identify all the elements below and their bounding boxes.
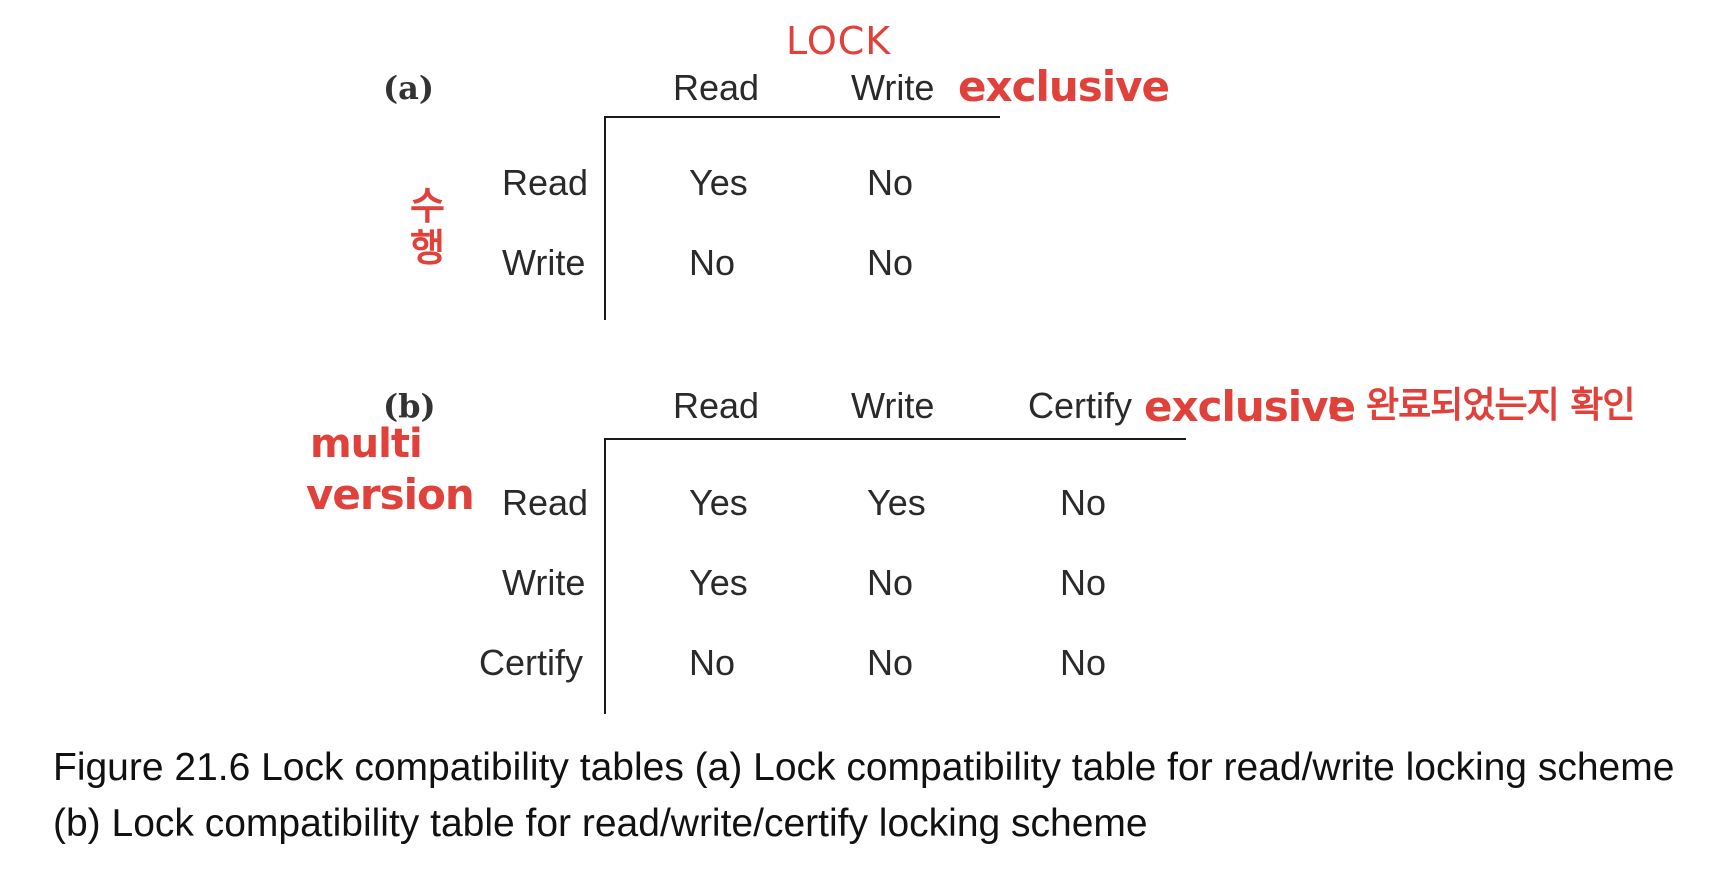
table-a-col-header-write: Write xyxy=(851,67,935,108)
table-b-cell: No xyxy=(867,642,914,683)
table-a-cell: No xyxy=(867,242,914,283)
table-b-label: (b) xyxy=(383,387,436,425)
table-b-cell: No xyxy=(1060,642,1107,683)
table-a-row-rule xyxy=(604,116,606,320)
table-b-cell: Yes xyxy=(867,482,926,523)
table-a-cell: Yes xyxy=(689,162,748,203)
table-b-col-header-write: Write xyxy=(851,385,935,426)
annotation-colon: : xyxy=(1326,383,1342,429)
table-b-row-header-certify: Certify xyxy=(479,642,584,683)
annotation-exclusive-b: exclusive xyxy=(1144,382,1356,431)
table-b-cell: No xyxy=(1060,562,1107,603)
annotation-suhaeng: 수행 xyxy=(410,185,456,269)
table-b-header-rule xyxy=(604,438,1186,440)
table-b-cell: No xyxy=(867,562,914,603)
table-b-row-header-write: Write xyxy=(502,562,586,603)
table-a-header-rule xyxy=(604,116,1000,118)
figure-caption: Figure 21.6 Lock compatibility tables (a… xyxy=(53,746,1675,845)
annotation-multi: multi xyxy=(310,421,423,467)
table-b-col-header-read: Read xyxy=(673,385,760,426)
table-b-cell: No xyxy=(1060,482,1107,523)
table-b-cell: Yes xyxy=(689,562,748,603)
annotation-version: version xyxy=(306,470,475,519)
table-a-col-header-read: Read xyxy=(673,67,760,108)
table-a-row-header-read: Read xyxy=(502,162,589,203)
table-a-cell: No xyxy=(689,242,736,283)
table-b-row-header-read: Read xyxy=(502,482,589,523)
annotation-exclusive-a: exclusive xyxy=(958,62,1170,111)
table-a-cell: No xyxy=(867,162,914,203)
annotation-lock: LOCK xyxy=(786,19,892,63)
table-b-cell: Yes xyxy=(689,482,748,523)
table-b-cell: No xyxy=(689,642,736,683)
table-a-row-header-write: Write xyxy=(502,242,586,283)
annotation-suhaeng-text: 수행 xyxy=(410,184,445,270)
table-b-col-header-certify: Certify xyxy=(1028,385,1133,426)
table-a-label: (a) xyxy=(383,69,435,107)
table-b-row-rule xyxy=(604,438,606,714)
annotation-completion-note: 완료되었는지 확인 xyxy=(1366,385,1635,426)
